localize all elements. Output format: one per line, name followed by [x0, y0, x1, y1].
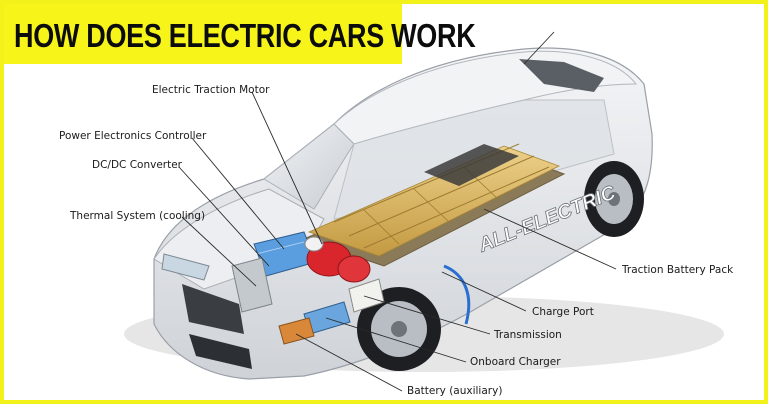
- label-traction-battery-pack: Traction Battery Pack: [622, 264, 734, 276]
- leader-transmission: [363, 295, 491, 335]
- label-dcdc-converter: DC/DC Converter: [92, 159, 183, 171]
- car-cutaway-illustration: ALL-ELECTRIC: [124, 31, 724, 392]
- label-power-electronics-controller: Power Electronics Controller: [59, 130, 207, 142]
- leader-roof: [523, 31, 555, 65]
- label-transmission: Transmission: [494, 329, 562, 341]
- leader-motor: [251, 91, 323, 245]
- page-title: HOW DOES ELECTRIC CARS WORK: [14, 17, 476, 55]
- aux-battery-block: [278, 317, 315, 345]
- leader-dcdc: [178, 166, 270, 267]
- traction-motor: [304, 236, 371, 283]
- label-thermal-system: Thermal System (cooling): [70, 210, 206, 222]
- thermal-radiator: [231, 257, 273, 313]
- roof-fin: [519, 59, 604, 92]
- callout-leaders: [178, 31, 617, 392]
- leader-onboard-charger: [325, 317, 467, 363]
- label-charge-port: Charge Port: [532, 306, 594, 318]
- leader-charge-port: [441, 271, 527, 312]
- label-battery-auxiliary: Battery (auxiliary): [407, 385, 503, 397]
- front-grille: [182, 284, 244, 334]
- headlight: [161, 253, 210, 281]
- leader-battery-pack: [483, 208, 617, 270]
- charge-cable: [443, 264, 471, 325]
- title-banner: HOW DOES ELECTRIC CARS WORK: [4, 4, 476, 64]
- rear-wheel: [584, 161, 644, 237]
- lower-grille: [189, 334, 252, 369]
- leader-power-electronics: [191, 137, 285, 250]
- label-onboard-charger: Onboard Charger: [470, 356, 561, 368]
- front-wheel: [357, 287, 441, 371]
- leader-thermal: [181, 216, 257, 287]
- label-electric-traction-motor: Electric Traction Motor: [152, 84, 270, 96]
- leader-aux-battery: [295, 333, 403, 392]
